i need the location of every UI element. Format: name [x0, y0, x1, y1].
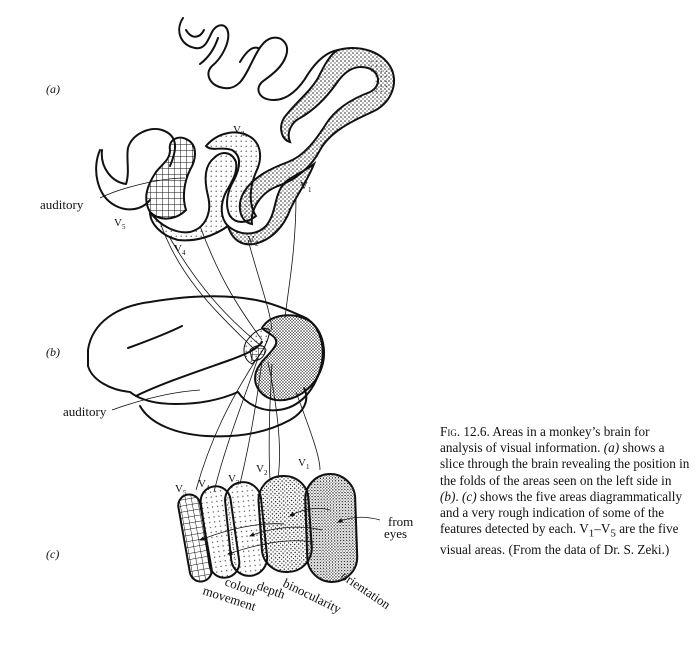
upper-fold-outline: [178, 17, 339, 101]
projection-lines-c: [195, 357, 321, 493]
caption-fig-number: Fig. 12.6.: [440, 424, 490, 439]
arrow-v2-v5: [198, 523, 285, 541]
area-label-v1: V1: [298, 457, 310, 471]
caption-v5-sub: 5: [610, 527, 616, 540]
occipital-v1-area: [254, 314, 325, 402]
caption-text-5: are the five visual areas. (From the dat…: [440, 521, 679, 558]
slice-label-v1: V1: [300, 180, 312, 194]
v1-band: [238, 47, 395, 226]
feature-depth: depth: [255, 578, 288, 602]
caption-text-1: Areas in a monkey’s brain for analysis o…: [440, 424, 650, 456]
projection-line-v5: [159, 221, 256, 351]
area-label-v5: V5: [175, 483, 187, 497]
from-eyes-line2: eyes: [384, 526, 407, 541]
area-label-v4: V4: [198, 478, 210, 492]
projection-line-v2: [247, 239, 273, 331]
caption-ref-c: (c): [461, 488, 477, 504]
area-label-v3: V3: [228, 473, 240, 487]
caption-text-4: shows the five areas diagrammatically an…: [440, 488, 683, 537]
v3-region: [204, 131, 262, 223]
caption-v1-sub: 1: [588, 527, 595, 540]
caption-ref-b: (b): [440, 488, 456, 504]
lower-fold-outline: [100, 128, 176, 185]
slice-diagram: [95, 17, 395, 351]
arrow-v2-v4: [226, 540, 315, 555]
brain-label-auditory: auditory: [63, 404, 107, 419]
projection-line-v3: [199, 225, 263, 341]
auditory-gyrus: [95, 149, 151, 211]
v2-region: [226, 160, 317, 246]
arrow-v1-v2: [289, 508, 331, 517]
brain-outline: [87, 295, 324, 412]
area-columns: [177, 472, 381, 583]
upper-fold-inner: [185, 29, 259, 65]
temporal-lobe: [139, 387, 308, 438]
auditory-pointer-b: [111, 389, 201, 411]
panel-label-b: (b): [46, 345, 60, 359]
slice-label-v2: V2: [247, 234, 259, 248]
arrow-from-eyes: [336, 516, 381, 523]
auditory-pointer-a: [99, 177, 186, 199]
from-eyes-line1: from: [388, 514, 413, 529]
slice-label-v5: V5: [114, 217, 126, 231]
caption-ref-a: (a): [603, 440, 620, 456]
v1-column: [304, 472, 359, 583]
area-label-v2: V2: [256, 463, 268, 477]
slice-label-auditory: auditory: [40, 197, 84, 212]
caption-text-3: .: [455, 488, 462, 504]
lateral-sulcus: [135, 341, 263, 397]
v5-cross-region: [145, 136, 196, 220]
panel-label-c: (c): [46, 547, 59, 561]
feature-orientation: orientation: [338, 568, 393, 612]
brain-side-view: [87, 295, 325, 438]
caption-text-2: shows a slice through the brain revealin…: [440, 440, 690, 488]
central-sulcus: [127, 325, 183, 349]
figure-caption: Fig. 12.6. Areas in a monkey’s brain for…: [440, 424, 690, 558]
caption-dash: –V: [594, 521, 611, 537]
slice-label-v4: V4: [174, 243, 186, 257]
v4-region: [148, 152, 238, 242]
panel-label-a: (a): [46, 82, 60, 96]
v1-light-patch: [366, 57, 390, 96]
arrow-v2-v3: [248, 526, 323, 537]
projection-line-v1: [284, 195, 297, 319]
slice-label-v3: V3: [233, 124, 245, 138]
